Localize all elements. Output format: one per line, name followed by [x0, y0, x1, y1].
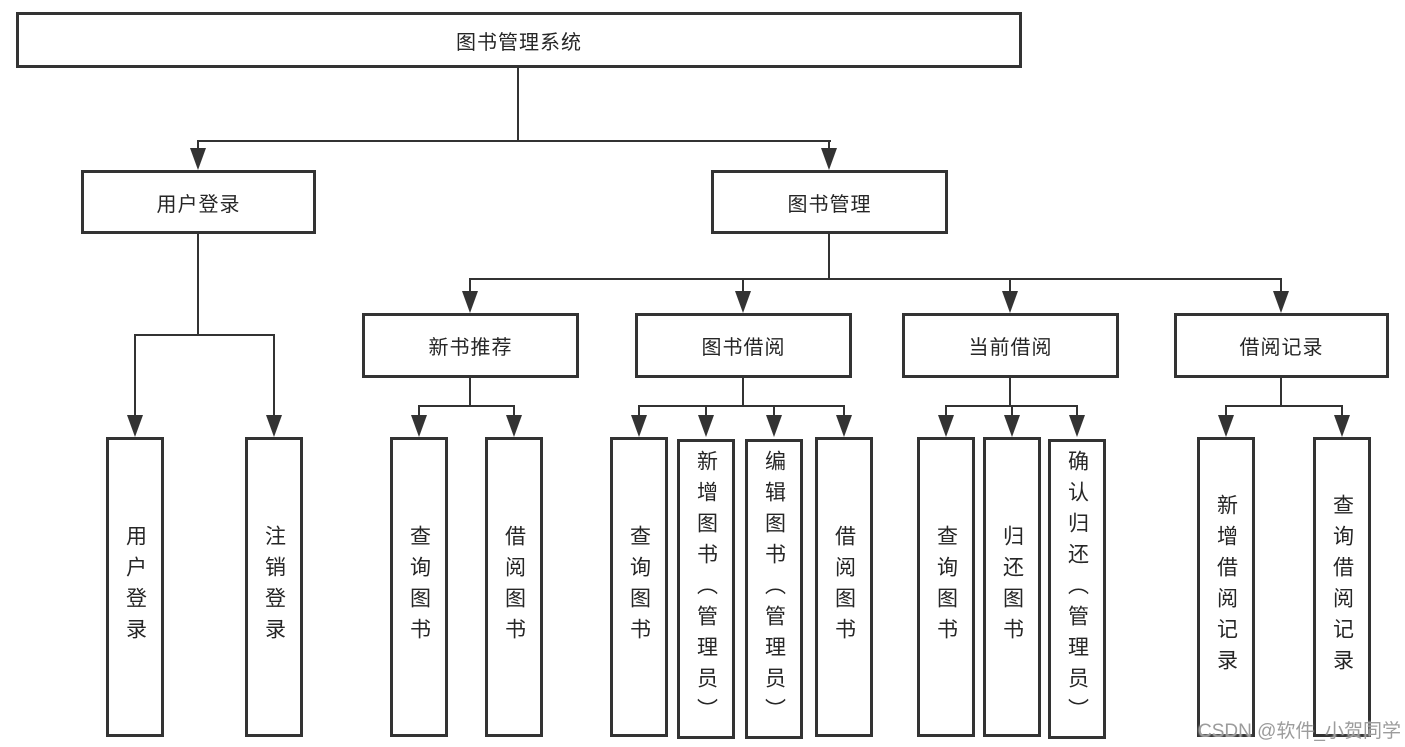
arrow-down-icon — [462, 291, 478, 313]
leaf-current-query-books-label: 查询图书 — [934, 525, 958, 649]
node-user-login: 用户登录 — [81, 170, 316, 234]
arrow-down-icon — [631, 415, 647, 437]
leaf-logout-label: 注销登录 — [262, 525, 286, 649]
leaf-add-books-admin: 新增图书（管理员） — [677, 439, 735, 739]
connector-line — [197, 233, 199, 336]
leaf-new-borrow-books: 借阅图书 — [485, 437, 543, 737]
leaf-user-login: 用户登录 — [106, 437, 164, 737]
connector-line — [469, 377, 471, 407]
arrow-down-icon — [411, 415, 427, 437]
connector-line — [197, 140, 199, 150]
connector-line — [134, 334, 136, 418]
node-book-management-label: 图书管理 — [787, 193, 872, 216]
node-book-management: 图书管理 — [711, 170, 948, 234]
leaf-user-login-label: 用户登录 — [123, 525, 147, 649]
connector-line — [1009, 278, 1011, 292]
arrow-down-icon — [836, 415, 852, 437]
arrow-down-icon — [698, 415, 714, 437]
node-root: 图书管理系统 — [16, 12, 1022, 68]
arrow-down-icon — [1002, 291, 1018, 313]
leaf-return-books-label: 归还图书 — [1000, 525, 1024, 649]
connector-line — [469, 278, 471, 292]
leaf-edit-books-admin: 编辑图书（管理员） — [745, 439, 803, 739]
node-book-borrow: 图书借阅 — [635, 313, 852, 378]
arrow-down-icon — [1334, 415, 1350, 437]
connector-line — [1076, 405, 1078, 417]
node-borrow-records: 借阅记录 — [1174, 313, 1389, 378]
connector-line — [638, 405, 640, 417]
connector-line — [197, 140, 831, 142]
leaf-confirm-return-admin-label: 确认归还（管理员） — [1065, 449, 1089, 729]
leaf-borrow-query-books-label: 查询图书 — [627, 525, 651, 649]
node-book-borrow-label: 图书借阅 — [701, 337, 786, 359]
arrow-down-icon — [821, 148, 837, 170]
connector-line — [705, 405, 707, 417]
leaf-new-borrow-books-label: 借阅图书 — [502, 525, 526, 649]
node-new-book-recommend: 新书推荐 — [362, 313, 579, 378]
leaf-current-query-books: 查询图书 — [917, 437, 975, 737]
connector-line — [1280, 278, 1282, 292]
connector-line — [1011, 405, 1013, 417]
connector-line — [638, 405, 845, 407]
leaf-borrow-query-books: 查询图书 — [610, 437, 668, 737]
connector-line — [418, 405, 515, 407]
connector-line — [1225, 405, 1227, 417]
arrow-down-icon — [766, 415, 782, 437]
arrow-down-icon — [938, 415, 954, 437]
leaf-add-borrow-record: 新增借阅记录 — [1197, 437, 1255, 737]
node-current-borrow-label: 当前借阅 — [968, 337, 1053, 359]
connector-line — [945, 405, 947, 417]
connector-line — [134, 334, 274, 336]
arrow-down-icon — [1069, 415, 1085, 437]
arrow-down-icon — [190, 148, 206, 170]
connector-line — [828, 233, 830, 279]
node-user-login-label: 用户登录 — [156, 193, 241, 216]
arrow-down-icon — [127, 415, 143, 437]
connector-line — [1009, 377, 1011, 407]
connector-line — [517, 68, 519, 142]
leaf-new-query-books: 查询图书 — [390, 437, 448, 737]
connector-line — [1280, 377, 1282, 407]
connector-line — [513, 405, 515, 417]
leaf-add-borrow-record-label: 新增借阅记录 — [1214, 494, 1238, 680]
connector-line — [1225, 405, 1343, 407]
arrow-down-icon — [506, 415, 522, 437]
connector-line — [1341, 405, 1343, 417]
connector-line — [843, 405, 845, 417]
connector-line — [418, 405, 420, 417]
leaf-logout: 注销登录 — [245, 437, 303, 737]
arrow-down-icon — [1218, 415, 1234, 437]
leaf-query-borrow-record: 查询借阅记录 — [1313, 437, 1371, 737]
csdn-watermark: CSDN @软件_小贺同学 — [1198, 721, 1401, 742]
leaf-edit-books-admin-label: 编辑图书（管理员） — [762, 449, 786, 729]
connector-line — [773, 405, 775, 417]
connector-line — [469, 278, 1282, 280]
node-new-book-recommend-label: 新书推荐 — [428, 337, 513, 359]
node-root-label: 图书管理系统 — [456, 31, 582, 54]
leaf-add-books-admin-label: 新增图书（管理员） — [694, 449, 718, 729]
leaf-new-query-books-label: 查询图书 — [407, 525, 431, 649]
arrow-down-icon — [1004, 415, 1020, 437]
connector-line — [742, 377, 744, 407]
arrow-down-icon — [266, 415, 282, 437]
connector-line — [273, 334, 275, 418]
leaf-query-borrow-record-label: 查询借阅记录 — [1330, 494, 1354, 680]
leaf-confirm-return-admin: 确认归还（管理员） — [1048, 439, 1106, 739]
connector-line — [828, 140, 830, 150]
leaf-return-books: 归还图书 — [983, 437, 1041, 737]
connector-line — [742, 278, 744, 292]
node-current-borrow: 当前借阅 — [902, 313, 1119, 378]
leaf-borrow-books: 借阅图书 — [815, 437, 873, 737]
arrow-down-icon — [735, 291, 751, 313]
arrow-down-icon — [1273, 291, 1289, 313]
node-borrow-records-label: 借阅记录 — [1239, 337, 1324, 359]
leaf-borrow-books-label: 借阅图书 — [832, 525, 856, 649]
